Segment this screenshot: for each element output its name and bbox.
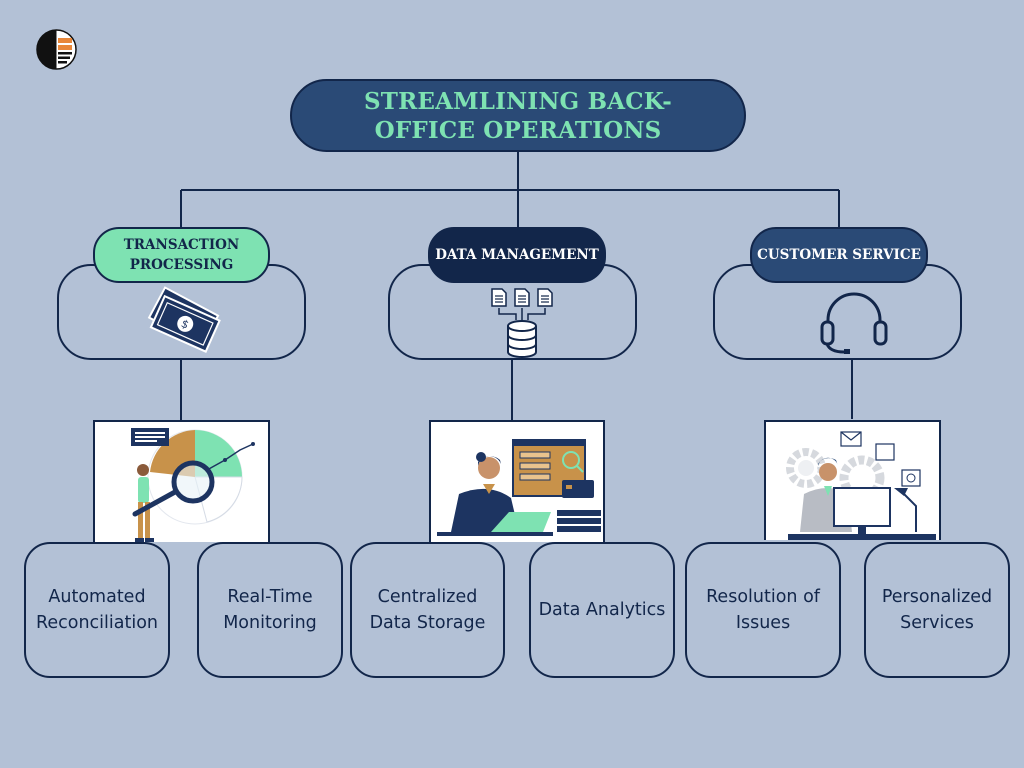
leaf-automated-reconciliation: Automated Reconciliation bbox=[24, 542, 170, 678]
money-bills-icon: $ bbox=[147, 286, 221, 353]
company-logo bbox=[36, 29, 77, 70]
category-label-transaction-processing: TRANSACTION PROCESSING bbox=[93, 227, 270, 283]
support-agent-illustration bbox=[764, 420, 941, 540]
leaf-resolution-of-issues: Resolution of Issues bbox=[685, 542, 841, 678]
leaf-real-time-monitoring: Real-Time Monitoring bbox=[197, 542, 343, 678]
svg-text:$: $ bbox=[179, 317, 191, 332]
leaf-personalized-services: Personalized Services bbox=[864, 542, 1010, 678]
category-label-customer-service: CUSTOMER SERVICE bbox=[750, 227, 928, 283]
leaf-data-analytics: Data Analytics bbox=[529, 542, 675, 678]
magnifier-analytics-illustration bbox=[93, 420, 270, 542]
headset-icon bbox=[820, 292, 888, 354]
category-label-data-management: DATA MANAGEMENT bbox=[428, 227, 606, 283]
leaf-centralized-data-storage: Centralized Data Storage bbox=[350, 542, 505, 678]
data-worker-illustration bbox=[429, 420, 605, 542]
main-title: STREAMLINING BACK-OFFICE OPERATIONS bbox=[290, 79, 746, 152]
database-documents-icon bbox=[491, 288, 553, 358]
